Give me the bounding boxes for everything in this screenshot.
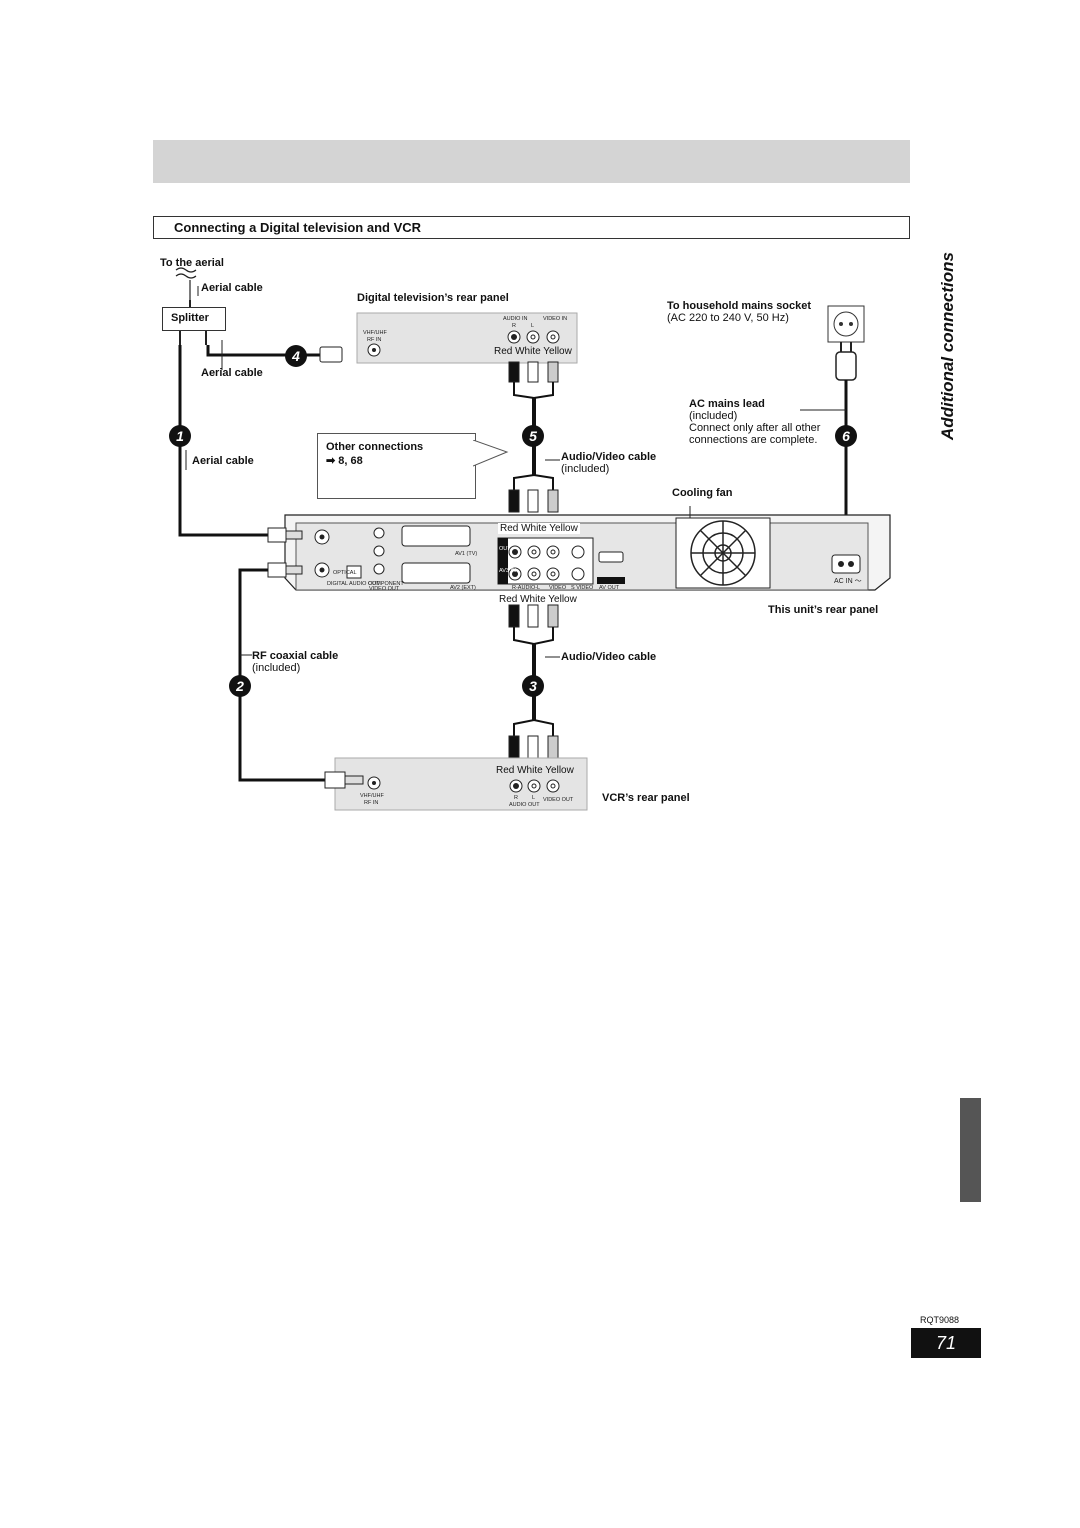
side-title: Additional connections xyxy=(928,252,968,440)
vcr-rear-label: VCR’s rear panel xyxy=(602,792,690,804)
model-number: RQT9088 xyxy=(920,1315,960,1325)
step-3-badge: 3 xyxy=(522,675,544,697)
aerial-cable-label-3: Aerial cable xyxy=(192,455,254,467)
av-cable-top-label: Audio/Video cable xyxy=(561,451,657,463)
unit-av1: AV1 (TV) xyxy=(455,551,478,557)
callout-tail xyxy=(473,440,509,467)
unit-svideo: S VIDEO xyxy=(571,585,594,591)
unit-rear-label: This unit’s rear panel xyxy=(768,604,879,616)
unit-rgb-top-label: Red White Yellow xyxy=(498,523,580,534)
section-title-box: Connecting a Digital television and VCR xyxy=(153,216,910,239)
splitter-box: Splitter xyxy=(162,307,226,331)
tv-rgb-label: Red White Yellow xyxy=(494,346,572,357)
step-1-badge: 1 xyxy=(169,425,191,447)
unit-r-audio-l: R-AUDIO-L xyxy=(512,585,541,591)
unit-optical: OPTICAL xyxy=(333,570,357,576)
ac-lead-included: (included) xyxy=(689,410,738,422)
vcr-l: L xyxy=(532,795,536,801)
step-6-badge: 6 xyxy=(835,425,857,447)
tv-rf-in: RF IN xyxy=(367,337,382,343)
rf-cable-label: RF coaxial cable xyxy=(252,650,339,662)
cooling-fan-label: Cooling fan xyxy=(672,487,733,499)
vcr-audio-out: AUDIO OUT xyxy=(509,802,540,808)
unit-av3-in: AV3 IN xyxy=(499,568,517,574)
unit-out: OUT xyxy=(499,546,511,552)
tv-audio-in: AUDIO IN xyxy=(503,316,528,322)
vcr-rf-in: RF IN xyxy=(364,800,379,806)
to-aerial-label: To the aerial xyxy=(160,257,224,269)
ac-lead-note-1: Connect only after all other xyxy=(689,422,821,434)
tv-r: R xyxy=(512,323,516,329)
vcr-rgb-label: Red White Yellow xyxy=(496,765,574,776)
vcr-vhf: VHF/UHF xyxy=(360,793,384,799)
ac-lead-note-2: connections are complete. xyxy=(689,434,818,446)
rf-cable-included: (included) xyxy=(252,662,301,674)
vcr-r: R xyxy=(514,795,518,801)
section-title: Connecting a Digital television and VCR xyxy=(174,220,422,235)
tv-vhf: VHF/UHF xyxy=(363,330,387,336)
unit-av2: AV2 (EXT) xyxy=(450,585,476,591)
tv-l: L xyxy=(531,323,535,329)
unit-digital-audio-out: DIGITAL AUDIO OUT xyxy=(327,581,380,587)
splitter-label: Splitter xyxy=(171,312,209,324)
tv-video-in: VIDEO IN xyxy=(543,316,568,322)
other-connections-callout: Other connections ➡ 8, 68 xyxy=(317,433,476,499)
step-5-badge: 5 xyxy=(522,425,544,447)
unit-video: VIDEO xyxy=(549,585,567,591)
header-band xyxy=(153,140,910,183)
aerial-icon xyxy=(175,267,197,300)
step-2-badge: 2 xyxy=(229,675,251,697)
unit-component: COMPONENT xyxy=(368,581,404,587)
av-cable-bottom-label: Audio/Video cable xyxy=(561,651,657,663)
other-connections-refs: ➡ 8, 68 xyxy=(326,455,363,467)
vcr-video-out: VIDEO OUT xyxy=(543,797,574,803)
unit-video-out: VIDEO OUT xyxy=(369,586,400,592)
av-cable-top-included: (included) xyxy=(561,463,610,475)
unit-rgb-bottom-label: Red White Yellow xyxy=(499,594,577,605)
unit-av-out: AV OUT xyxy=(599,585,620,591)
side-tab xyxy=(960,1098,981,1202)
mains-socket-label: To household mains socket xyxy=(667,300,812,312)
mains-spec-label: (AC 220 to 240 V, 50 Hz) xyxy=(667,312,789,324)
aerial-cable-label-2: Aerial cable xyxy=(201,367,263,379)
other-connections-label: Other connections xyxy=(326,441,424,453)
page-number: 71 xyxy=(911,1328,981,1358)
ac-lead-label: AC mains lead xyxy=(689,398,765,410)
aerial-cable-label-1: Aerial cable xyxy=(201,282,263,294)
step-4-badge: 4 xyxy=(285,345,307,367)
unit-ac-in: AC IN ～ xyxy=(834,578,862,585)
digital-tv-rear-label: Digital television’s rear panel xyxy=(357,292,509,304)
side-title-text: Additional connections xyxy=(938,252,957,440)
